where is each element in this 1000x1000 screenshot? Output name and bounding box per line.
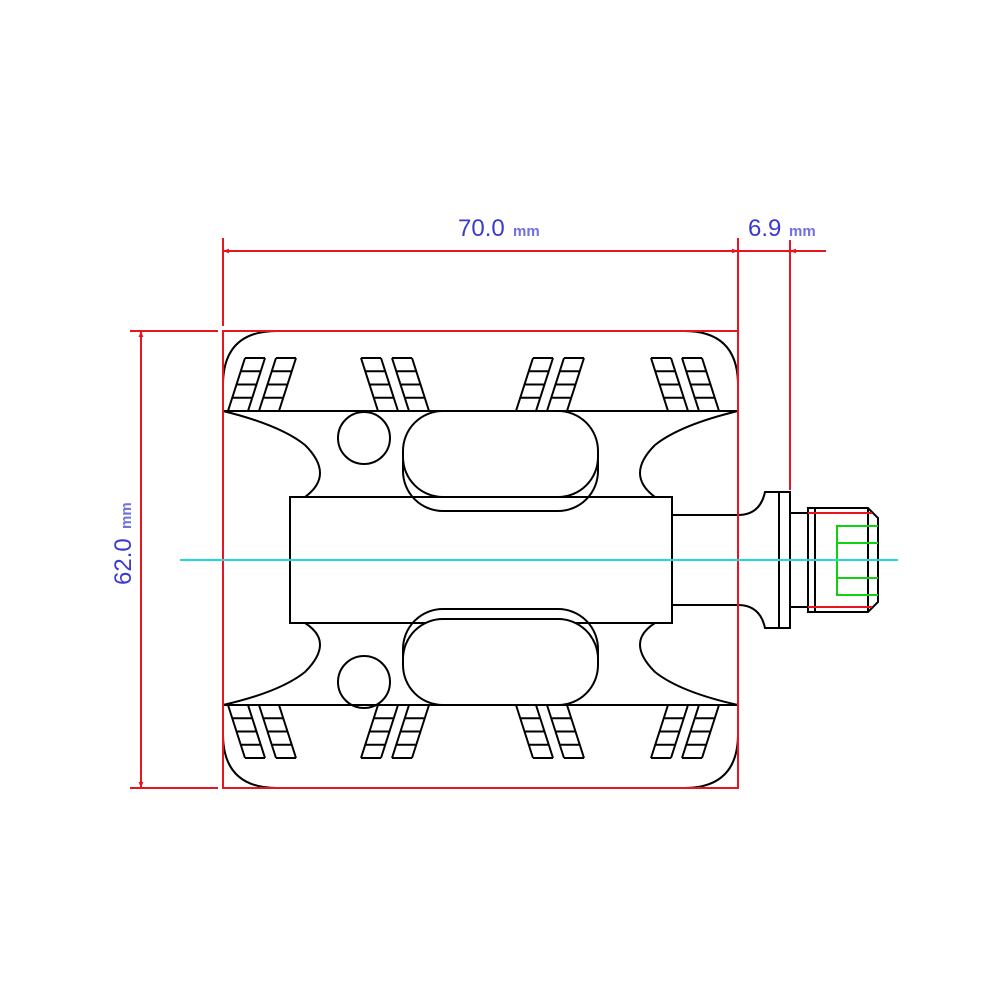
- traction-pin: [650, 704, 689, 759]
- height-value: 62.0: [110, 538, 137, 585]
- bottom-hole: [337, 655, 391, 709]
- traction-pin: [650, 357, 689, 412]
- traction-pin: [391, 704, 430, 759]
- axle-value: 6.9: [748, 215, 781, 242]
- traction-pin: [681, 704, 720, 759]
- traction-pin: [515, 704, 554, 759]
- traction-pin: [258, 357, 297, 412]
- pins: [227, 357, 720, 759]
- left-top-curve: [222, 410, 321, 498]
- traction-pin: [227, 357, 266, 412]
- traction-pin: [258, 704, 297, 759]
- height-unit: mm: [118, 502, 135, 529]
- traction-pin: [681, 357, 720, 412]
- axle-unit: mm: [789, 223, 816, 240]
- traction-pin: [227, 704, 266, 759]
- pedal-body: [222, 330, 739, 789]
- right-top-curve: [639, 410, 739, 498]
- left-bottom-curve: [222, 622, 321, 706]
- bottom-cage: [222, 704, 739, 789]
- width-value: 70.0: [458, 215, 505, 242]
- traction-pin: [360, 704, 399, 759]
- top-hole: [337, 411, 391, 465]
- bottom-slot: [402, 618, 599, 706]
- traction-pin: [515, 357, 554, 412]
- traction-pin: [391, 357, 430, 412]
- width-unit: mm: [513, 223, 540, 240]
- right-bottom-curve: [639, 622, 739, 706]
- traction-pin: [360, 357, 399, 412]
- dimensions: 70.0 mm 6.9 mm 62.0 mm: [110, 215, 898, 789]
- traction-pin: [546, 704, 585, 759]
- traction-pin: [546, 357, 585, 412]
- top-slot: [402, 410, 599, 498]
